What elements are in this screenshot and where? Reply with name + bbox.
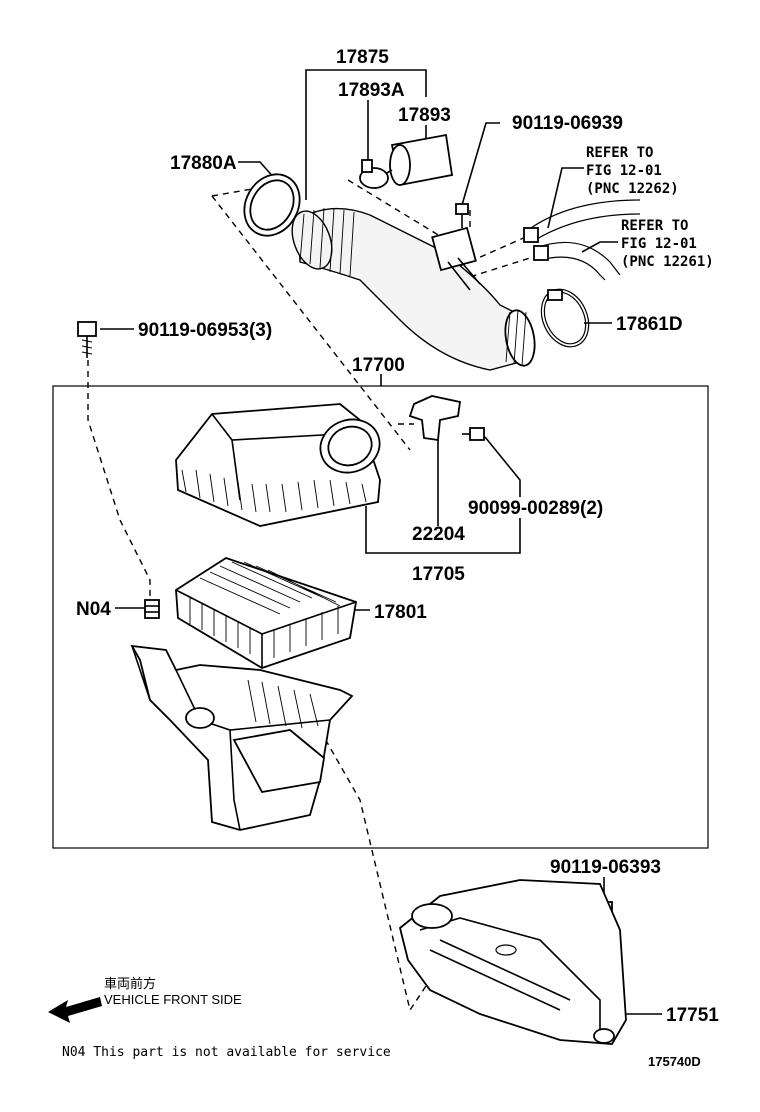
seal-ring	[243, 173, 301, 237]
label-17705: 17705	[412, 564, 465, 585]
dash-seal-to-cover	[211, 195, 411, 451]
ref2-line2: FIG 12-01	[621, 236, 697, 252]
dash-clamp-to-bracket	[347, 179, 441, 237]
hose-clamp	[540, 288, 590, 348]
label-17801: 17801	[374, 602, 427, 623]
grommet-N04	[144, 599, 160, 619]
ref1-line3: (PNC 12262)	[586, 181, 679, 197]
dash-bolt-06953	[87, 360, 151, 600]
upper-case	[175, 403, 381, 527]
leader-ref1	[547, 167, 584, 229]
label-17751: 17751	[666, 1005, 719, 1026]
leader-ref2	[581, 241, 618, 253]
inlet-duct	[398, 879, 627, 1045]
ref2-line1: REFER TO	[621, 218, 688, 234]
mass-air-flow-sensor	[408, 395, 462, 442]
small-clamp	[359, 159, 389, 189]
diagram-id: 175740D	[648, 1054, 701, 1069]
bracket-17705	[365, 506, 521, 554]
dash-case-to-inlet	[319, 729, 431, 1012]
leader-90099-00289	[484, 436, 521, 497]
ref1-line2: FIG 12-01	[586, 163, 662, 179]
vehicle-front-japanese: 車両前方	[104, 976, 156, 991]
vacuum-hoses	[523, 199, 641, 281]
intake-hose	[291, 207, 536, 371]
resonator	[377, 133, 454, 187]
assembly-frame	[52, 385, 709, 849]
bolt-90119-06953	[77, 321, 97, 358]
leader-90119-06939	[461, 122, 500, 206]
label-17861D: 17861D	[616, 314, 683, 335]
label-90099-00289: 90099-00289(2)	[468, 498, 603, 519]
bolt-90119-06939	[455, 203, 469, 228]
front-arrow-icon	[48, 997, 102, 1023]
lower-case	[130, 644, 354, 831]
label-90119-06953: 90119-06953(3)	[138, 320, 272, 341]
ref2-line3: (PNC 12261)	[621, 254, 714, 270]
label-17893A: 17893A	[338, 80, 405, 101]
leader-17875	[305, 69, 427, 135]
label-N04: N04	[76, 599, 111, 620]
filter-element	[175, 557, 358, 669]
footnote: N04 This part is not available for servi…	[62, 1045, 391, 1060]
label-17880A: 17880A	[170, 153, 237, 174]
vehicle-front-english: VEHICLE FRONT SIDE	[104, 992, 242, 1007]
label-22204: 22204	[412, 524, 465, 545]
leader-17880A	[238, 161, 277, 181]
label-17893: 17893	[398, 105, 451, 126]
ref1-line1: REFER TO	[586, 145, 653, 161]
label-90119-06939: 90119-06939	[512, 113, 623, 134]
screw-90099-00289	[462, 427, 485, 441]
label-90119-06393: 90119-06393	[550, 857, 661, 878]
label-17700: 17700	[352, 355, 405, 376]
label-17875: 17875	[336, 47, 389, 68]
